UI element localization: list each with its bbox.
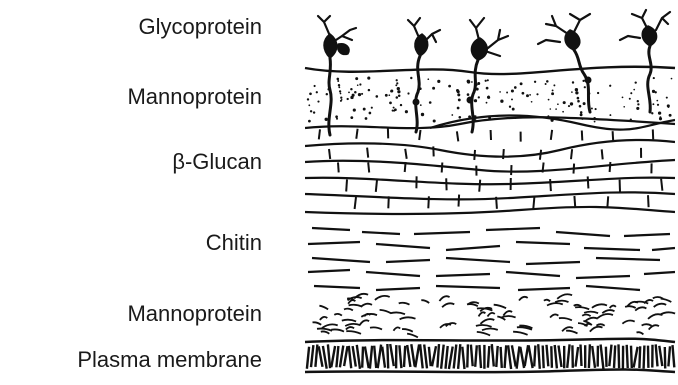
mannoprotein-inner-strokes [313, 294, 676, 338]
plasma-membrane-band [305, 339, 675, 372]
wall-layer-lines [305, 115, 675, 290]
glycoprotein-chain [538, 14, 591, 112]
outer-surface-line [305, 67, 675, 74]
glycoprotein-chain [620, 10, 670, 112]
